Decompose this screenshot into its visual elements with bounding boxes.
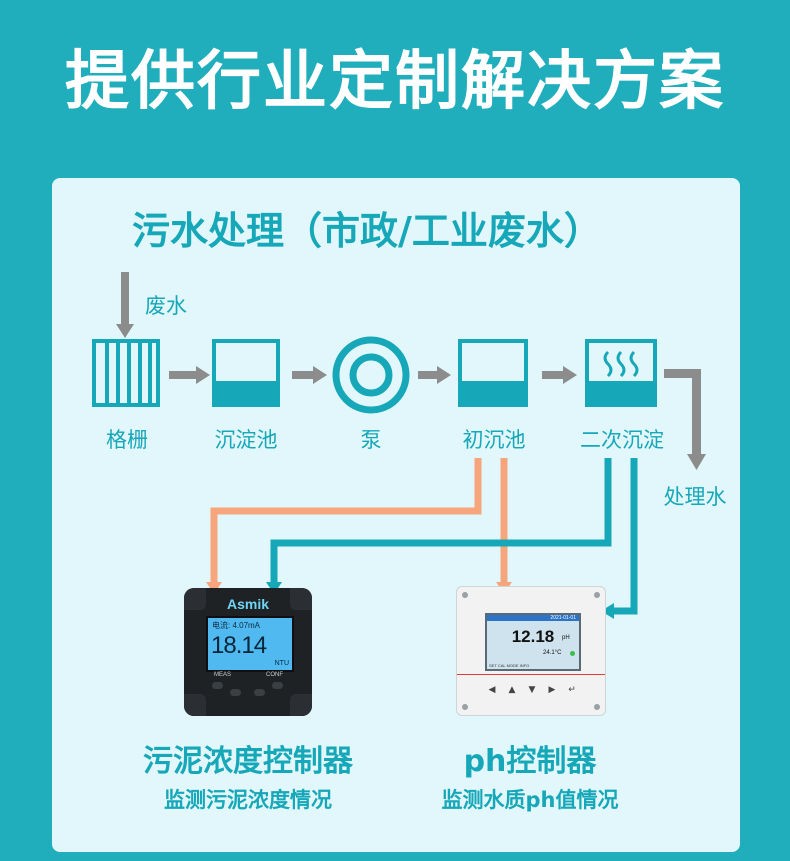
panel-heading: 污水处理（市政/工业废水）: [132, 209, 602, 253]
display-reading: 18.14: [211, 632, 267, 659]
ph-footer: SET CAL MODE INFO: [489, 663, 530, 668]
ph-controller-device: 2021-01-01 12.18 pH 24.1°C SET CAL MODE …: [456, 586, 606, 716]
connector-arrow-icon: [169, 366, 210, 384]
key-label-conf: CONF: [266, 672, 283, 678]
stage-label-pump: 泵: [360, 428, 382, 452]
device-key-button: [230, 689, 241, 696]
sedimentation-tank-icon: [212, 339, 280, 407]
sampling-line-orange: [210, 458, 508, 584]
ph-display: 2021-01-01 12.18 pH 24.1°C SET CAL MODE …: [485, 613, 581, 671]
outlet-label: 处理水: [663, 485, 727, 509]
device-key-button: [254, 689, 265, 696]
down-arrow-icon: ▼: [528, 685, 536, 695]
ph-unit: pH: [562, 635, 570, 641]
enter-icon: ↵: [568, 685, 576, 695]
connector-arrow-icon: [418, 366, 451, 384]
device-brand-logo: Asmik: [226, 596, 270, 612]
stage-label-grille: 格栅: [106, 428, 148, 452]
left-arrow-icon: ◀: [488, 685, 496, 695]
ph-controller-title: ph控制器: [463, 744, 597, 779]
page-title: 提供行业定制解决方案: [65, 45, 725, 119]
sludge-controller-desc: 监测污泥浓度情况: [164, 788, 332, 812]
right-arrow-icon: ▶: [548, 685, 556, 695]
key-label-meas: MEAS: [214, 672, 232, 678]
solution-panel: 污水处理（市政/工业废水）: [52, 178, 740, 852]
ph-status-bar: 2021-01-01: [550, 615, 576, 621]
process-diagram: [92, 272, 706, 619]
ph-temperature: 24.1°C: [543, 650, 562, 656]
pump-icon: [332, 336, 410, 414]
connector-arrow-icon: [292, 366, 327, 384]
sludge-controller-device: Asmik 电流: 4.07mA 18.14 NTU MEAS CONF: [184, 588, 312, 716]
signal-line-teal: [270, 458, 638, 615]
grille-icon: [92, 339, 160, 407]
stage-label-primary: 初沉池: [462, 428, 526, 452]
sludge-controller-title: 污泥浓度控制器: [143, 744, 353, 779]
primary-settling-tank-icon: [458, 339, 528, 407]
device-key-button: [272, 682, 283, 689]
display-current: 电流: 4.07mA: [212, 621, 261, 630]
device-display: 电流: 4.07mA 18.14 NTU: [206, 616, 294, 672]
secondary-settling-tank-icon: [585, 339, 657, 407]
outlet-pipe-icon: [664, 369, 706, 470]
ph-controller-desc: 监测水质ph值情况: [441, 788, 619, 812]
inlet-arrow-icon: [116, 272, 134, 338]
stage-label-secondary: 二次沉淀: [580, 428, 664, 452]
status-led-icon: [570, 651, 575, 656]
display-unit: NTU: [274, 660, 289, 667]
ph-reading: 12.18: [511, 627, 555, 646]
inlet-label: 废水: [145, 294, 187, 318]
connector-arrow-icon: [542, 366, 577, 384]
stage-label-sedimentation: 沉淀池: [214, 428, 278, 452]
signal-line-arrow-icon: [601, 603, 614, 619]
device-key-button: [212, 682, 223, 689]
up-arrow-icon: ▲: [508, 685, 516, 695]
